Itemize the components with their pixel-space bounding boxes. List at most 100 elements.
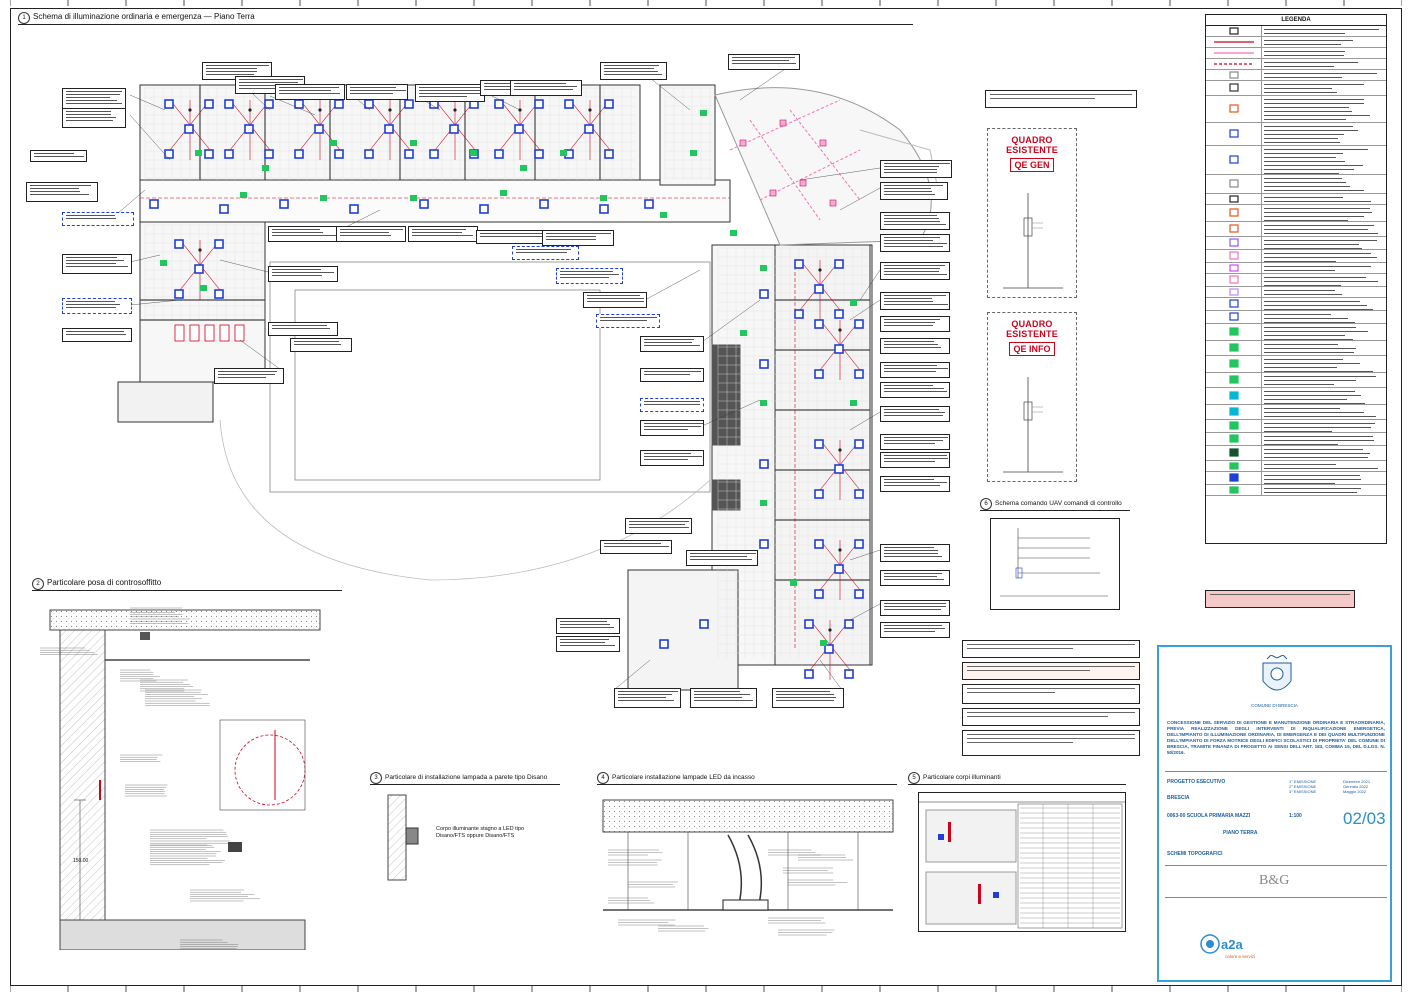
annotation-callout (880, 212, 950, 230)
annotation-callout (268, 266, 338, 282)
legend-symbol (1206, 405, 1262, 419)
legend-description (1262, 222, 1386, 236)
detail-ceiling-drawing (598, 790, 898, 940)
annotation-callout (880, 600, 950, 616)
legend-description (1262, 405, 1386, 419)
legend-symbol (1206, 446, 1262, 460)
annotation-callout (728, 54, 800, 70)
annotation-callout (772, 688, 844, 708)
legend-row (1206, 81, 1386, 96)
legend-symbol (1206, 433, 1262, 445)
annotation-callout (690, 688, 757, 708)
legend-description (1262, 485, 1386, 495)
company-logo: a2a (1221, 937, 1243, 952)
note-box-highlight (1205, 590, 1355, 608)
drawing-scale: 1:100 (1289, 813, 1302, 819)
panel-qe-gen: QUADRO ESISTENTE QE GEN (987, 128, 1077, 298)
project-description: CONCESSIONE DEL SERVIZIO DI GESTIONE E M… (1167, 720, 1385, 756)
annotation-callout (62, 298, 132, 314)
legend-row (1206, 324, 1386, 341)
annotation-callout (512, 246, 579, 260)
annotation-callout (880, 382, 950, 398)
legend-symbol (1206, 485, 1262, 495)
legend-row (1206, 96, 1386, 123)
legend-symbol (1206, 263, 1262, 273)
legend-row (1206, 356, 1386, 373)
legend-row (1206, 311, 1386, 324)
legend-row (1206, 123, 1386, 146)
legend-row (1206, 70, 1386, 81)
title-block: COMUNE DI BRESCIA CONCESSIONE DEL SERVIZ… (1157, 645, 1392, 982)
legend-description (1262, 356, 1386, 372)
legend-row (1206, 26, 1386, 37)
legend-symbol (1206, 123, 1262, 145)
annotation-callout (290, 338, 352, 352)
note-box (985, 90, 1137, 108)
legend-symbol (1206, 175, 1262, 193)
legend-symbol (1206, 37, 1262, 47)
annotation-callout (62, 212, 134, 226)
legend-description (1262, 311, 1386, 323)
legend-row (1206, 472, 1386, 485)
annotation-callout (214, 368, 284, 384)
coat-of-arms-logo (1259, 655, 1295, 701)
legend-description (1262, 461, 1386, 471)
legend-row (1206, 222, 1386, 237)
legend-symbol (1206, 373, 1262, 387)
legend-description (1262, 446, 1386, 460)
annotation-callout (880, 544, 950, 562)
annotation-callout (880, 234, 950, 252)
legend-symbol (1206, 146, 1262, 174)
annotation-callout (880, 406, 950, 422)
panel-qe-info: QUADRO ESISTENTE QE INFO (987, 312, 1077, 482)
annotation-callout (583, 292, 647, 308)
legend-description (1262, 59, 1386, 69)
annotation-callout (268, 226, 338, 242)
legend-row (1206, 274, 1386, 287)
legend-row (1206, 146, 1386, 175)
legend-description (1262, 194, 1386, 204)
legend-description (1262, 341, 1386, 355)
annotation-callout (510, 80, 582, 96)
annotation-callout (640, 336, 704, 352)
legend-symbol (1206, 205, 1262, 221)
legend-table: LEGENDA (1205, 14, 1387, 544)
dimension-label: 150.00 (73, 858, 88, 864)
annotation-callout (640, 398, 704, 412)
legend-description (1262, 70, 1386, 80)
legend-description (1262, 287, 1386, 297)
annotation-callout (686, 550, 758, 566)
annotation-callout (880, 316, 950, 332)
annotation-callout (880, 262, 950, 280)
annotation-callout (542, 230, 614, 246)
project-location: BRESCIA (1167, 795, 1190, 801)
legend-symbol (1206, 274, 1262, 286)
panel-title: QUADRO ESISTENTE (988, 135, 1076, 155)
annotation-callout (26, 182, 98, 202)
legend-description (1262, 175, 1386, 193)
legend-description (1262, 388, 1386, 404)
legend-title: LEGENDA (1206, 15, 1386, 26)
detail-wall-section (30, 590, 340, 950)
legend-row (1206, 175, 1386, 194)
legend-symbol (1206, 26, 1262, 36)
legend-symbol (1206, 298, 1262, 310)
legend-description (1262, 250, 1386, 262)
floor-name: PIANO TERRA (1223, 830, 1257, 836)
detail-lamp-drawing (380, 790, 440, 890)
legend-description (1262, 146, 1386, 174)
legend-description (1262, 81, 1386, 95)
legend-description (1262, 420, 1386, 432)
legend-row (1206, 433, 1386, 446)
legend-description (1262, 298, 1386, 310)
company-tagline: calore e servizi (1225, 954, 1255, 959)
annotation-callout (600, 62, 667, 80)
legend-row (1206, 373, 1386, 388)
legend-symbol (1206, 356, 1262, 372)
legend-description (1262, 37, 1386, 47)
annotation-callout (880, 338, 950, 354)
legend-description (1262, 237, 1386, 249)
legend-row (1206, 37, 1386, 48)
annotation-callout (880, 476, 950, 492)
legend-description (1262, 373, 1386, 387)
